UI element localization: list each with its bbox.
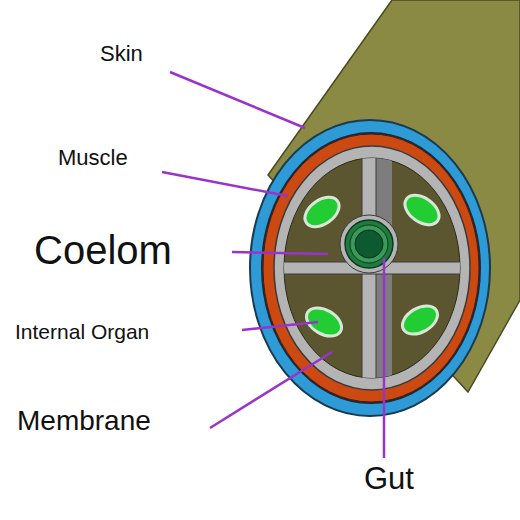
part-label: Skin bbox=[100, 42, 143, 66]
leader-line bbox=[162, 172, 288, 196]
part-label: Muscle bbox=[58, 146, 128, 170]
leader-line bbox=[383, 258, 386, 458]
internal-organ bbox=[300, 191, 345, 232]
leader-line bbox=[242, 322, 318, 330]
part-label: Internal Organ bbox=[15, 320, 149, 343]
gut-wall bbox=[345, 220, 393, 268]
leader-lines bbox=[162, 72, 384, 458]
part-label: Membrane bbox=[17, 406, 151, 437]
internal-organ bbox=[398, 300, 443, 340]
leader-line bbox=[210, 352, 332, 428]
leader-line bbox=[170, 72, 305, 128]
muscle-layer bbox=[263, 134, 479, 402]
leader-line bbox=[232, 252, 328, 254]
part-label: Gut bbox=[364, 462, 414, 496]
part-label: Coelom bbox=[34, 228, 172, 272]
internal-organ bbox=[400, 189, 445, 230]
gut-lumen bbox=[355, 230, 383, 258]
skin-edge bbox=[262, 133, 480, 403]
gut-lining bbox=[350, 225, 388, 263]
gut-sheath bbox=[340, 215, 398, 273]
mesentery-vertical bbox=[362, 150, 376, 400]
skin-layer bbox=[250, 120, 490, 416]
mesentery-walls bbox=[280, 140, 470, 400]
tube-body bbox=[268, 0, 520, 392]
